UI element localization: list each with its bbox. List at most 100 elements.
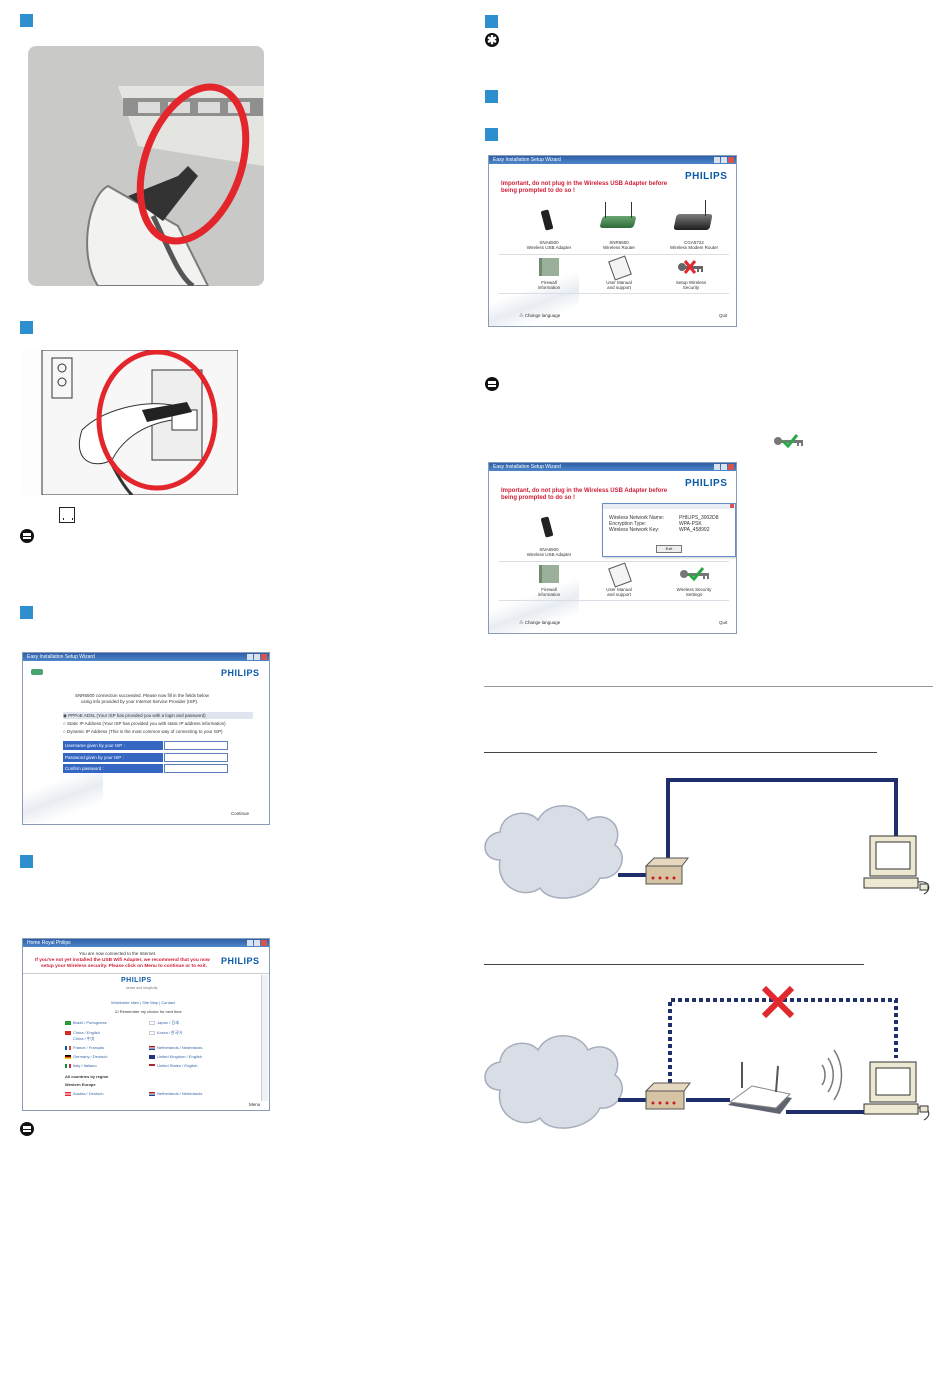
country-link[interactable]: Netherlands / Nederlands [149, 1091, 202, 1096]
security-warning: setup your Wireless security. Please cli… [41, 964, 207, 969]
maximize-icon[interactable] [721, 464, 727, 470]
country-link[interactable]: Germany / Deutsch [65, 1054, 107, 1059]
setup-security-button[interactable]: Setup Wireless Security [661, 256, 721, 292]
globe-icon: ⁂ [519, 620, 525, 625]
country-link[interactable]: China / 中文 [73, 1036, 95, 1041]
globe-icon: ⁂ [519, 313, 525, 318]
minimize-icon[interactable] [714, 464, 720, 470]
country-link[interactable]: United Kingdom / English [149, 1054, 202, 1059]
philips-logo: PHILIPS [685, 478, 728, 489]
tagline: sense and simplicity [126, 986, 158, 990]
encryption-value: WPA-PSK [679, 521, 702, 527]
site-links[interactable]: Worldwide sites | Site Map | Contact [111, 1000, 176, 1005]
wireless-router [728, 1062, 792, 1114]
region-heading: All countries by region [65, 1074, 109, 1079]
internet-cloud [484, 805, 623, 899]
region-heading: Western Europe [65, 1082, 96, 1087]
network-key-value: WPA_458992 [679, 527, 710, 533]
step-marker [485, 15, 498, 28]
password-field[interactable] [164, 753, 228, 762]
country-link[interactable]: Austria / Deutsch [65, 1091, 103, 1096]
section-divider [484, 686, 933, 687]
wireless-security-settings-button[interactable]: Wireless Security Settings [661, 563, 727, 599]
maximize-icon[interactable] [721, 157, 727, 163]
user-manual-button[interactable]: User Manual and support [589, 562, 649, 599]
continue-button[interactable]: Continue [231, 811, 250, 816]
minimize-icon[interactable] [247, 654, 253, 660]
router-product[interactable]: SNR6500 Wireless Router [589, 198, 649, 250]
close-icon[interactable] [730, 504, 734, 508]
wifi-waves [821, 1049, 843, 1101]
warning-text: being prompted to do so ! [501, 495, 575, 501]
dynamic-ip-option[interactable]: ○ Dynamic IP Address (This is the most c… [63, 729, 223, 734]
warning-text: being prompted to do so ! [501, 188, 575, 194]
security-settings-window: Easy Installation Setup Wizard PHILIPS I… [488, 462, 737, 634]
maximize-icon[interactable] [254, 940, 260, 946]
computer [863, 835, 930, 895]
country-link[interactable]: France / Français [65, 1045, 104, 1050]
modem [644, 1082, 691, 1110]
modem-router-icon [673, 214, 713, 230]
country-link[interactable]: Netherlands / Nederlands [149, 1045, 202, 1050]
window-titlebar: Easy Installation Setup Wizard [489, 463, 736, 471]
intro-line: SNR6500 connection succeeded. Please now… [75, 693, 209, 698]
ethernet-port-icon [59, 507, 75, 523]
setup-wizard-window: Easy Installation Setup Wizard PHILIPS I… [488, 155, 737, 327]
menu-button[interactable]: Menu [249, 1102, 261, 1107]
close-icon[interactable] [728, 464, 734, 470]
section-divider [484, 752, 877, 753]
country-link[interactable]: Italy / Italiano [65, 1063, 97, 1068]
firewall-button[interactable]: Firewall information [519, 563, 579, 599]
change-language-link[interactable]: ⁂ Change language [519, 620, 561, 625]
step-marker [485, 90, 498, 103]
window-title: Home Royal Philips [27, 940, 71, 946]
connected-message: You are now connected to the Internet. [79, 951, 157, 956]
quit-button[interactable]: Quit [719, 313, 728, 318]
usb-adapter-icon [540, 516, 554, 538]
philips-logo: PHILIPS [685, 171, 728, 182]
usb-adapter-product[interactable]: SNA6500 Wireless USB Adapter [519, 511, 579, 557]
username-field[interactable] [164, 741, 228, 750]
username-label: Username given by your ISP : [63, 741, 163, 750]
usb-adapter-product[interactable]: SNA6500 Wireless USB Adapter [519, 204, 579, 250]
quit-button[interactable]: Quit [719, 620, 728, 625]
change-language-link[interactable]: ⁂ Change language [519, 313, 561, 318]
static-ip-option[interactable]: ○ Static IP Address (Your ISP has provid… [63, 721, 226, 726]
country-link[interactable]: China / English [65, 1030, 100, 1035]
country-link[interactable]: Korea / 한국어 [149, 1030, 182, 1036]
plug-cable-into-pc-photo [22, 350, 238, 495]
user-manual-button[interactable]: User Manual and support [589, 255, 649, 292]
country-link[interactable]: United States / English [149, 1063, 197, 1068]
note-icon [485, 377, 499, 391]
maximize-icon[interactable] [254, 654, 260, 660]
close-icon[interactable] [261, 654, 267, 660]
philips-logo: PHILIPS [221, 956, 260, 966]
router-icon [31, 669, 43, 675]
confirm-password-field[interactable] [164, 764, 228, 773]
firewall-icon [539, 565, 559, 583]
minimize-icon[interactable] [247, 940, 253, 946]
step-marker [485, 128, 498, 141]
close-icon[interactable] [261, 940, 267, 946]
note-icon [20, 1122, 34, 1136]
step-marker [20, 606, 33, 619]
country-link[interactable]: Brazil / Portuguese [65, 1020, 107, 1025]
country-link[interactable]: Japan / 日本 [149, 1020, 179, 1026]
philips-site-logo: PHILIPS [121, 977, 152, 984]
key-check-icon [679, 567, 711, 582]
modem [644, 857, 689, 885]
scrollbar[interactable] [261, 975, 268, 1101]
network-name-value: PHILIPS_3002D8 [679, 515, 719, 521]
minimize-icon[interactable] [714, 157, 720, 163]
modem-router-product[interactable]: CGA5722 Wireless Modem Router [659, 198, 729, 250]
remember-checkbox[interactable]: ☑ Remember my choice for next time [115, 1009, 182, 1014]
firewall-button[interactable]: Firewall information [519, 256, 579, 292]
dialog-label: Wireless Network Key: [609, 527, 660, 533]
dialog-label: Encryption Type: [609, 521, 647, 527]
window-titlebar: Easy Installation Setup Wizard [489, 156, 736, 164]
security-warning: If you've not yet installed the USB Wifi… [35, 958, 210, 963]
close-icon[interactable] [728, 157, 734, 163]
pppoe-option[interactable]: ◉ PPPoE ADSL (Your ISP has provided you … [63, 712, 253, 719]
window-title: Easy Installation Setup Wizard [493, 157, 561, 163]
exit-button[interactable]: Exit [656, 545, 682, 553]
